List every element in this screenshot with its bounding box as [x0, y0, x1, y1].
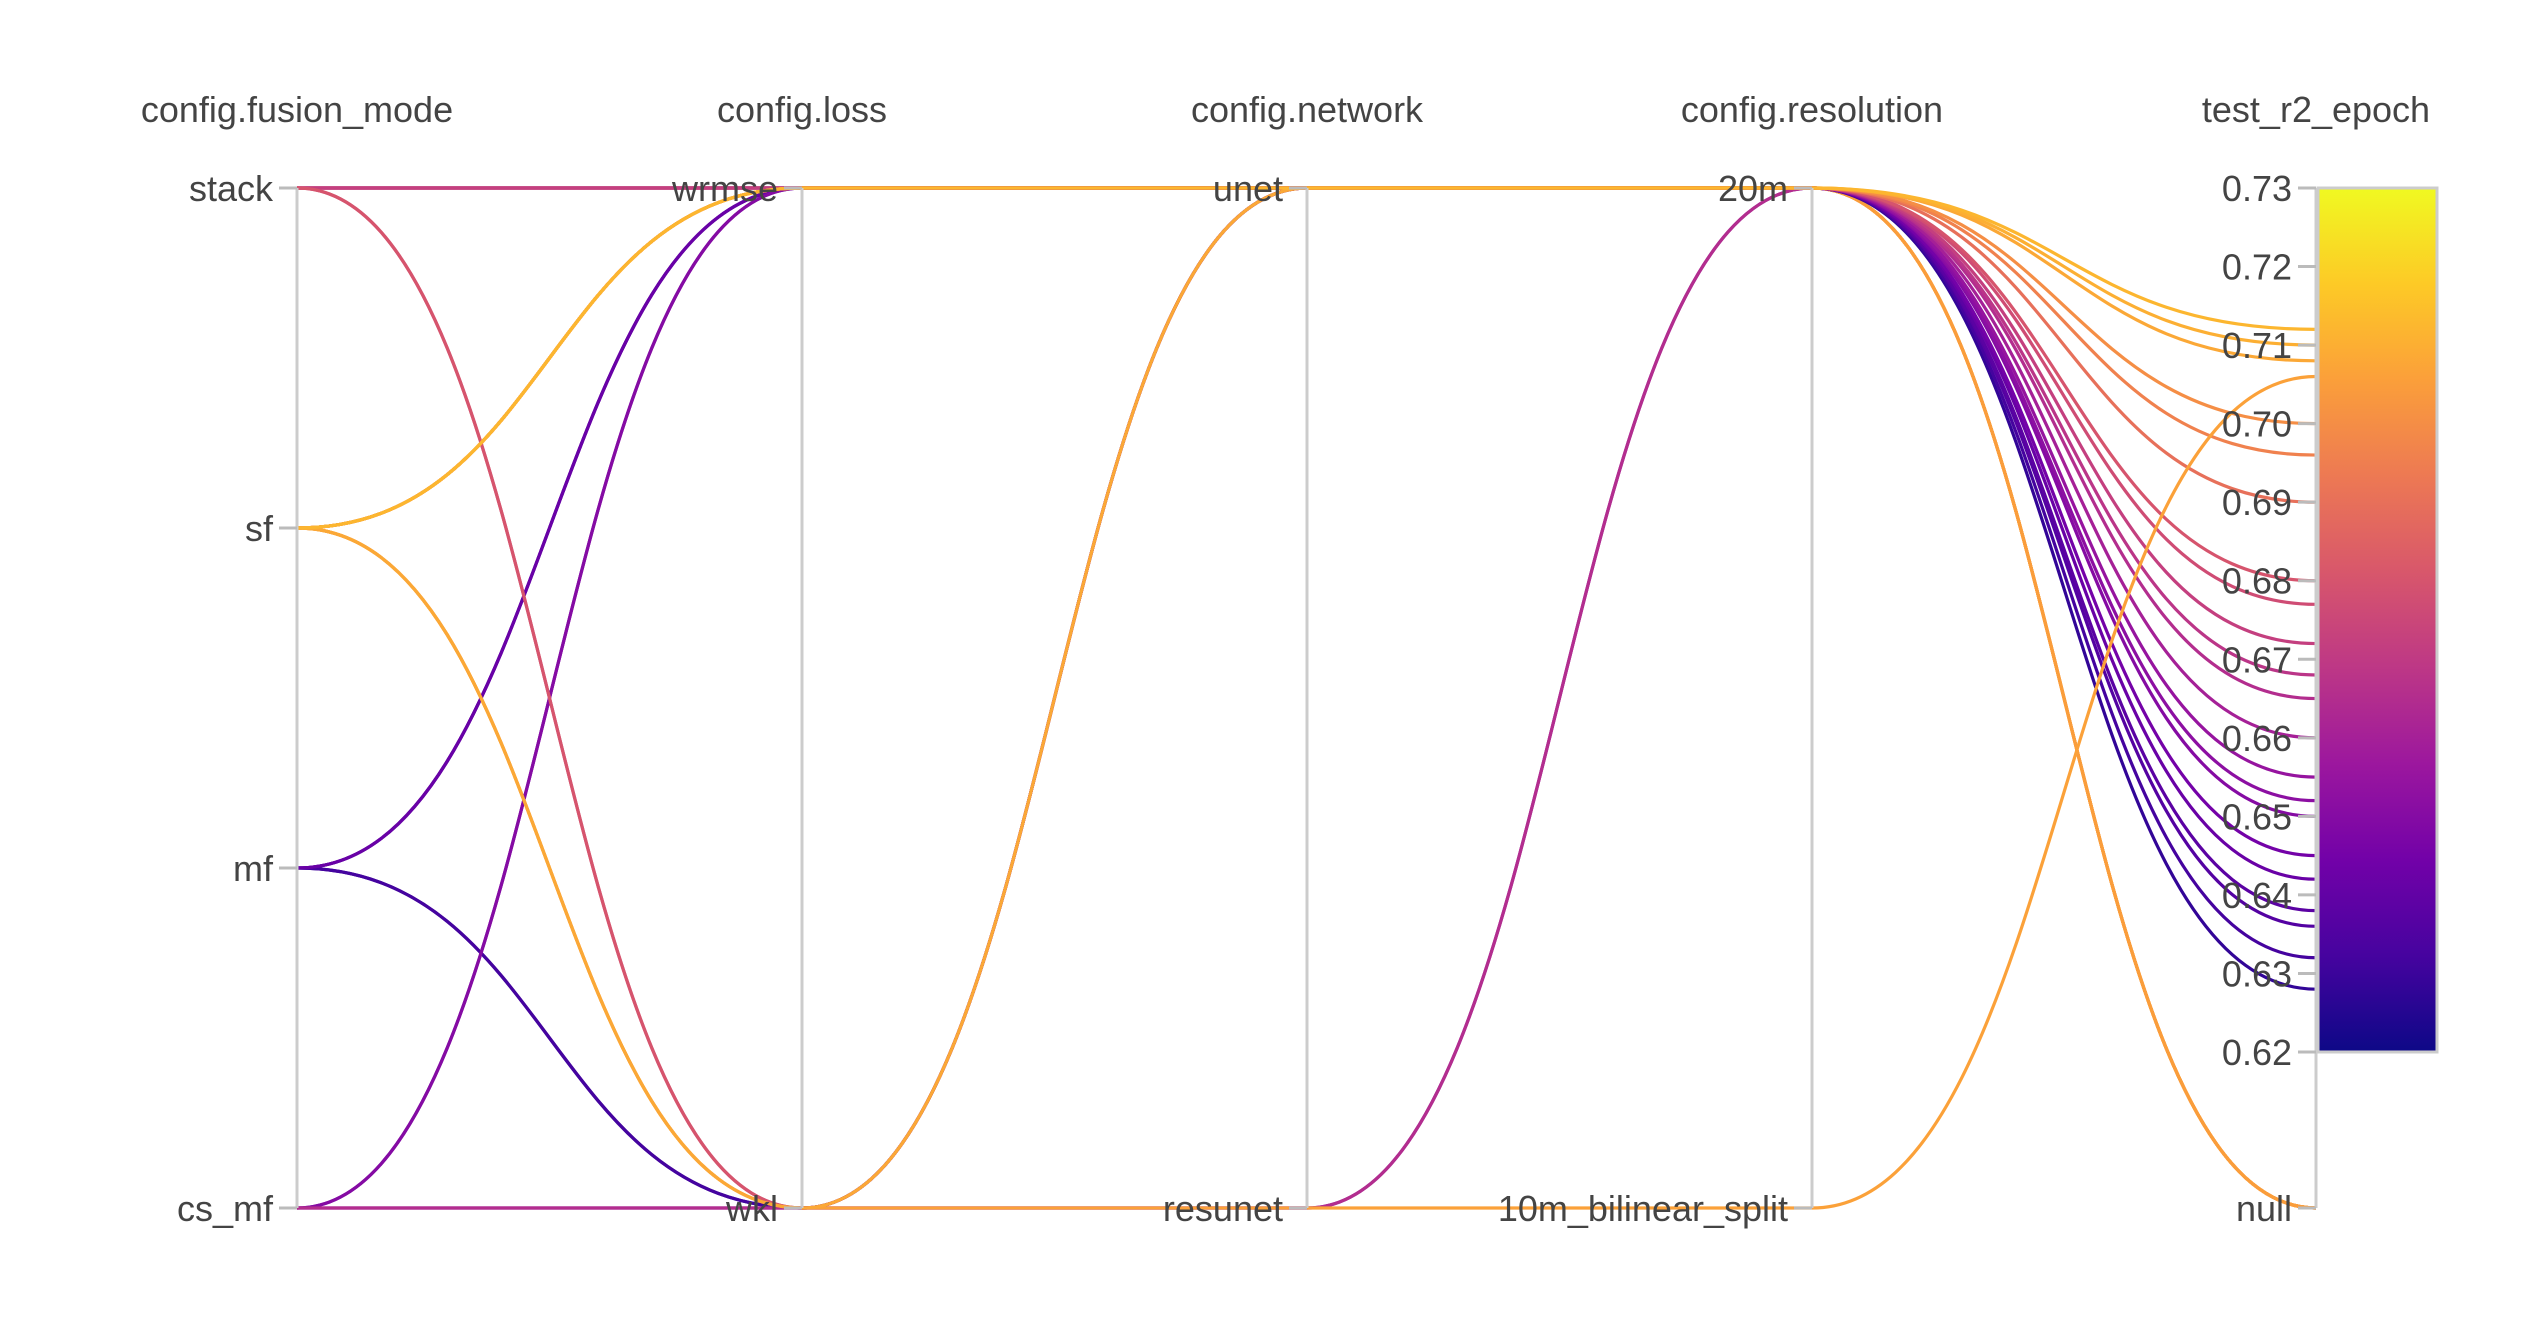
tick-label-0-73: 0.73 — [2222, 168, 2292, 209]
colorbar — [2316, 186, 2439, 1054]
tick-label-mf: mf — [233, 848, 274, 889]
tick-label-0-66: 0.66 — [2222, 718, 2292, 759]
tick-label-unet: unet — [1213, 168, 1283, 209]
tick-label-wkl: wkl — [725, 1188, 778, 1229]
tick-label-0-70: 0.70 — [2222, 404, 2292, 445]
tick-label-0-71: 0.71 — [2222, 325, 2292, 366]
tick-label-0-63: 0.63 — [2222, 953, 2292, 994]
tick-label-0-62: 0.62 — [2222, 1032, 2292, 1073]
axis-title-test-r2-epoch[interactable]: test_r2_epoch — [2202, 89, 2430, 130]
axis-title-config-resolution[interactable]: config.resolution — [1681, 89, 1943, 130]
tick-label-cs-mf: cs_mf — [177, 1188, 274, 1229]
tick-label-stack: stack — [189, 168, 274, 209]
tick-label-20m: 20m — [1718, 168, 1788, 209]
axis-title-config-network[interactable]: config.network — [1191, 89, 1424, 130]
tick-label-0-67: 0.67 — [2222, 639, 2292, 680]
tick-label-sf: sf — [245, 508, 274, 549]
tick-label-0-65: 0.65 — [2222, 796, 2292, 837]
tick-label-wrmse: wrmse — [671, 168, 778, 209]
series-line-run-16[interactable] — [297, 186, 2317, 1210]
series-line-run-7[interactable] — [296, 186, 2317, 1210]
tick-label-0-72: 0.72 — [2222, 247, 2292, 288]
axes — [279, 186, 2318, 1210]
tick-label-10m-bilinear-split: 10m_bilinear_split — [1498, 1188, 1788, 1229]
colorbar-gradient — [2316, 186, 2439, 1054]
series-line-run-20[interactable] — [296, 186, 2317, 530]
tick-label-0-68: 0.68 — [2222, 561, 2292, 602]
axis-title-config-loss[interactable]: config.loss — [717, 89, 887, 130]
axis-title-config-fusion-mode[interactable]: config.fusion_mode — [141, 89, 453, 130]
tick-label-0-64: 0.64 — [2222, 875, 2292, 916]
tick-label-0-69: 0.69 — [2222, 482, 2292, 523]
tick-label-null: null — [2236, 1188, 2292, 1229]
tick-label-resunet: resunet — [1163, 1188, 1283, 1229]
